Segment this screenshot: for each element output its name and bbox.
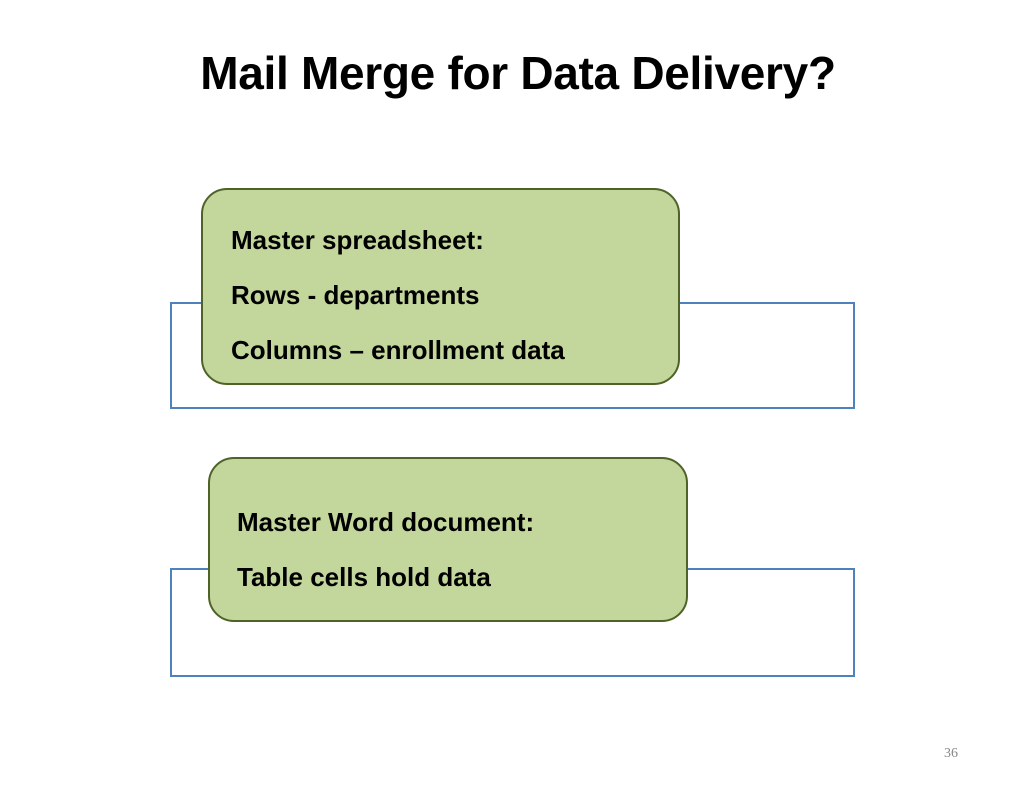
slide-title: Mail Merge for Data Delivery? [200, 47, 836, 99]
page-number: 36 [944, 746, 958, 761]
node-text-line: Rows - departments [231, 280, 480, 310]
node-text-line: Columns – enrollment data [231, 335, 565, 365]
node-text-line: Table cells hold data [237, 562, 491, 592]
node-master-word-document: Master Word document: Table cells hold d… [208, 457, 688, 622]
node-text-line: Master spreadsheet: [231, 225, 484, 255]
node-text-line: Master Word document: [237, 507, 535, 537]
node-master-spreadsheet: Master spreadsheet: Rows - departments C… [201, 188, 680, 385]
